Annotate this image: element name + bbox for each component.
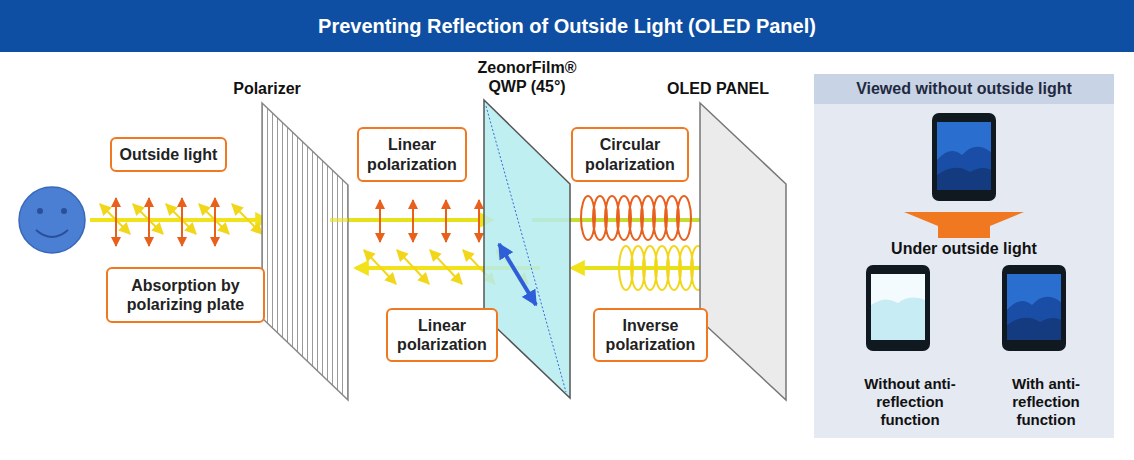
phone-icons [866, 113, 1066, 351]
callout-text: Linear polarization [394, 316, 490, 354]
callout-text: Circular polarization [579, 135, 681, 173]
part-label: OLED PANEL [653, 79, 783, 98]
callout-text: Absorption by polarizing plate [114, 276, 257, 314]
part-label: ZeonorFilm® QWP (45°) [475, 58, 579, 96]
callout-text: Linear polarization [365, 135, 459, 173]
callout-text: Outside light [120, 145, 218, 164]
part-label: Polarizer [207, 79, 327, 98]
polarizer-plate [262, 103, 348, 400]
panel-heading: Viewed without outside light [814, 74, 1114, 104]
callout-box: Outside light [110, 137, 227, 172]
callout-text: Inverse polarization [601, 316, 700, 354]
qwp-axis [486, 106, 566, 392]
callout-box: Linear polarization [386, 308, 498, 362]
callout-box: Absorption by polarizing plate [106, 267, 265, 323]
callout-box: Circular polarization [571, 127, 689, 182]
viewer-face [19, 187, 85, 253]
panel-ground [814, 74, 1114, 438]
part-label: Under outside light [854, 239, 1074, 258]
callout-box: Inverse polarization [593, 308, 708, 362]
part-label: Without anti-reflection function [852, 375, 968, 429]
oled-panel [700, 103, 786, 400]
callout-box: Linear polarization [357, 127, 467, 182]
title-bar: Preventing Reflection of Outside Light (… [0, 0, 1134, 52]
part-label: With anti-reflection function [988, 375, 1104, 429]
qwp-axis-arrow [499, 244, 536, 305]
